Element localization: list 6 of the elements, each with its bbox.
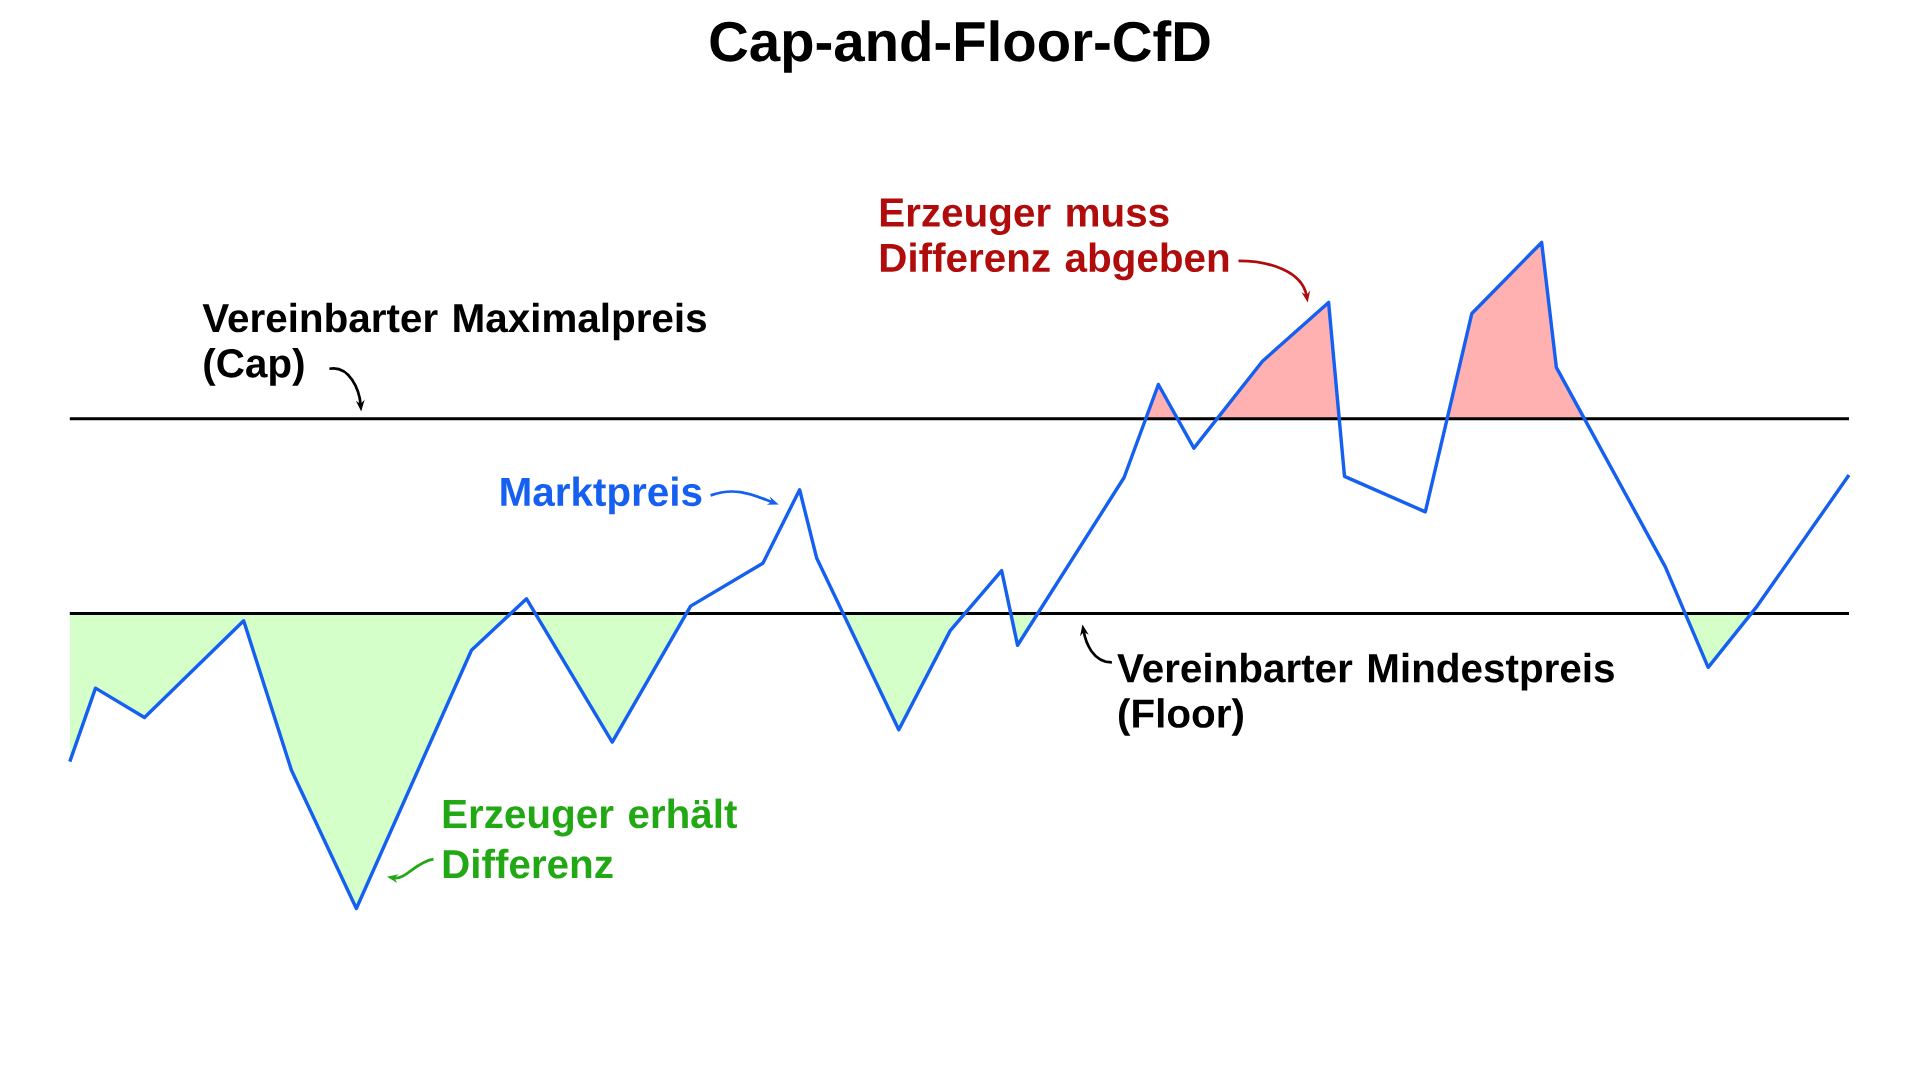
annotation-label: Vereinbarter Maximalpreis (Cap) (202, 302, 706, 386)
annotation-label: Erzeuger muss Differenz abgeben (880, 198, 1229, 281)
annotation-label: Vereinbarter Mindestpreis (Floor) (1117, 652, 1614, 736)
annotation-label: Erzeuger erhält Differenz (443, 798, 737, 879)
annotation-label: Marktpreis (501, 476, 702, 515)
title: Cap-and-Floor-CfD (710, 20, 1210, 73)
